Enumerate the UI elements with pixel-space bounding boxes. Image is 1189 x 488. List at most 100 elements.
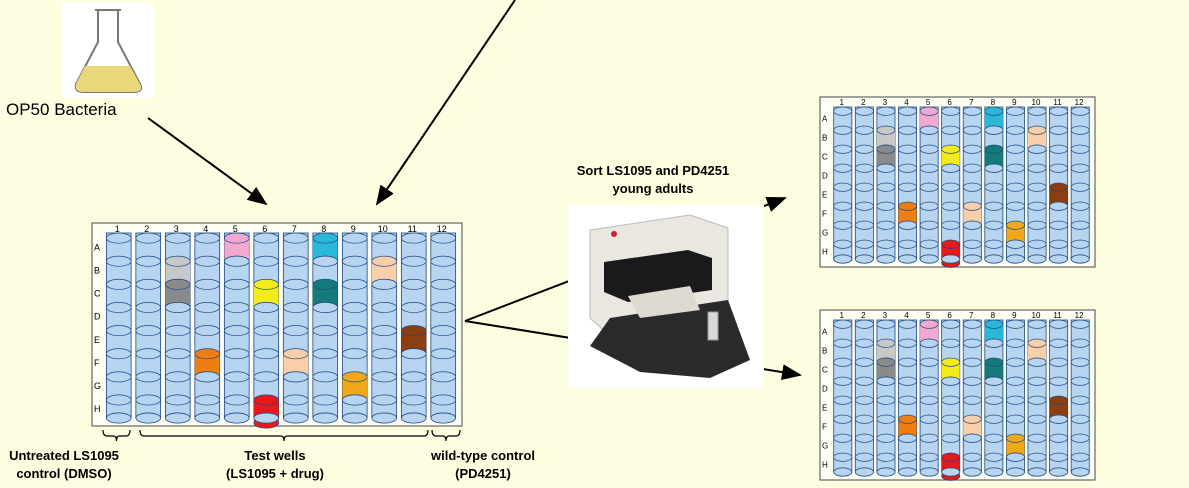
well	[194, 348, 220, 360]
well	[941, 452, 961, 462]
column-label: 2	[861, 98, 866, 107]
well	[135, 302, 161, 313]
well	[854, 239, 874, 249]
well	[401, 394, 427, 406]
well	[854, 144, 874, 154]
well	[962, 239, 982, 249]
well	[941, 220, 961, 230]
well	[106, 348, 132, 360]
well	[1027, 220, 1047, 230]
well-bottom	[941, 467, 961, 477]
well	[430, 255, 456, 267]
well	[401, 278, 427, 290]
colored-well	[876, 362, 896, 382]
well	[224, 302, 250, 313]
well	[941, 239, 961, 249]
colored-well	[941, 362, 960, 382]
well	[135, 255, 161, 267]
arrow-bacteria-to-plate	[147, 117, 268, 206]
row-label: H	[822, 460, 828, 469]
well	[194, 302, 220, 313]
well	[984, 239, 1004, 249]
well	[1070, 201, 1090, 211]
well	[984, 220, 1004, 230]
colored-well	[963, 419, 982, 439]
well	[898, 182, 917, 192]
well-bottom	[1049, 467, 1069, 477]
well	[941, 376, 961, 386]
well	[224, 394, 250, 406]
well	[312, 278, 338, 290]
well	[962, 182, 982, 192]
bacteria-label: OP50 Bacteria	[6, 100, 117, 119]
well	[312, 302, 338, 313]
colored-well	[984, 324, 1003, 344]
well	[919, 106, 939, 116]
well	[876, 163, 896, 173]
test-wells-line2: (LS1095 + drug)	[226, 466, 324, 481]
well	[919, 163, 939, 173]
wildtype-control-label: wild-type control (PD4251)	[408, 447, 558, 483]
well	[1070, 125, 1090, 135]
colored-well	[876, 130, 896, 150]
well	[401, 348, 427, 360]
well	[919, 433, 939, 443]
column-label: 3	[883, 311, 888, 320]
well	[1006, 452, 1025, 462]
well	[1027, 182, 1047, 192]
well	[1049, 201, 1069, 211]
well	[1049, 163, 1069, 173]
column-label: 11	[1053, 98, 1062, 107]
well	[1027, 239, 1047, 249]
column-label: 6	[947, 311, 952, 320]
column-label: 6	[262, 224, 267, 234]
well-bottom	[1027, 254, 1047, 264]
row-label: G	[822, 441, 828, 450]
colored-well	[1049, 187, 1068, 207]
well	[1049, 144, 1069, 154]
sort-caption: Sort LS1095 and PD4251 young adults	[548, 162, 758, 198]
well-bottom	[1005, 467, 1025, 477]
well	[1006, 376, 1025, 386]
well	[919, 201, 939, 211]
column-label: 7	[969, 98, 974, 107]
well	[1049, 414, 1069, 424]
well	[854, 125, 874, 135]
well	[194, 394, 220, 406]
well	[312, 325, 338, 337]
well	[253, 302, 279, 313]
well	[1027, 201, 1047, 211]
well	[984, 125, 1004, 135]
well	[312, 371, 338, 383]
well	[430, 371, 456, 383]
column-label: 2	[144, 224, 149, 234]
well	[106, 302, 132, 313]
column-label: 3	[174, 224, 179, 234]
well	[1070, 319, 1090, 329]
well	[1006, 239, 1025, 249]
well	[984, 163, 1004, 173]
well	[833, 414, 853, 424]
column-label: 4	[904, 311, 909, 320]
well	[833, 125, 853, 135]
well	[854, 106, 874, 116]
column-label: 10	[378, 224, 388, 234]
well	[342, 394, 368, 406]
well	[854, 220, 874, 230]
well	[1070, 376, 1090, 386]
well	[135, 232, 161, 244]
well	[1049, 239, 1069, 249]
colored-well	[312, 284, 338, 308]
well	[919, 239, 939, 249]
well	[962, 319, 982, 329]
well-bottom	[223, 412, 250, 424]
well	[833, 239, 853, 249]
well	[430, 232, 456, 244]
well	[984, 357, 1004, 367]
well-bottom	[919, 467, 939, 477]
well	[401, 232, 427, 244]
well	[224, 255, 250, 267]
well	[833, 357, 853, 367]
well	[1049, 319, 1069, 329]
